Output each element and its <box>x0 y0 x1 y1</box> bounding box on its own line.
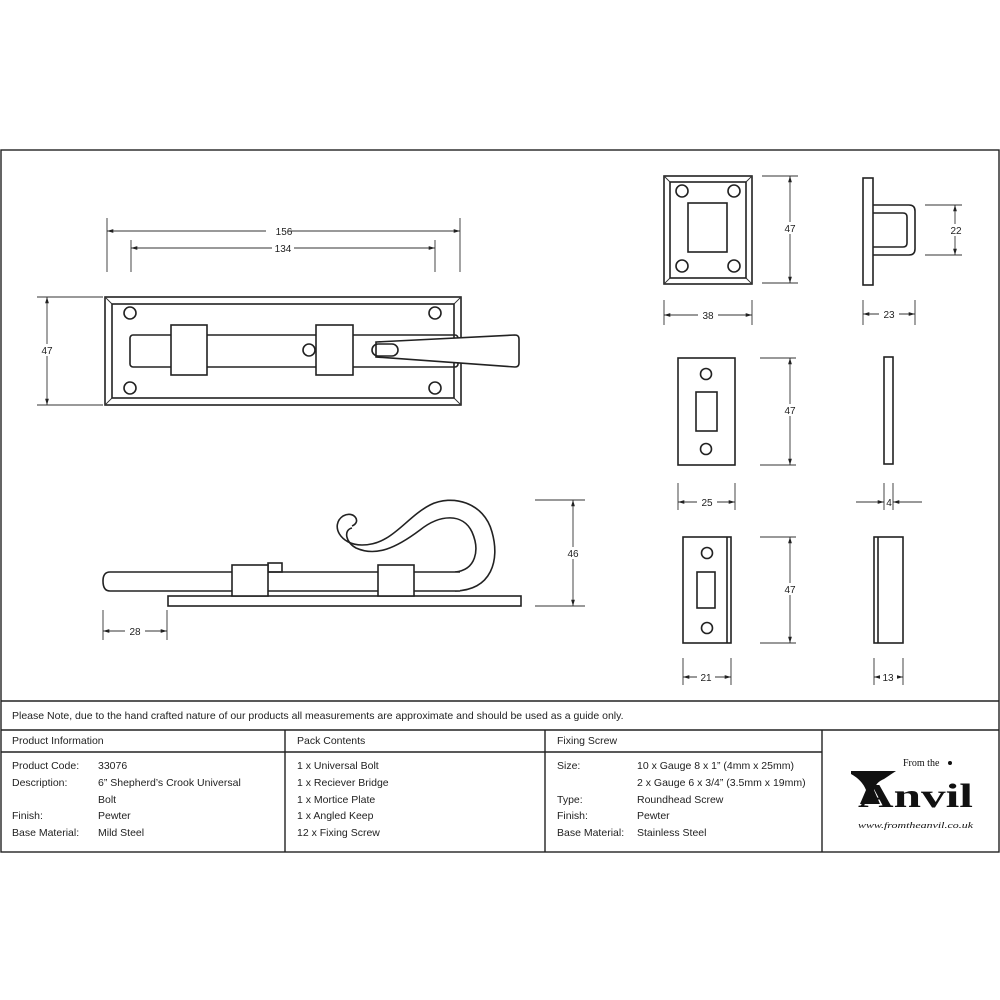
info-row: Bolt <box>12 792 241 809</box>
dim-38: 38 <box>702 311 714 322</box>
pack-item: 1 x Mortice Plate <box>297 793 376 806</box>
logo-url: www.fromtheanvil.co.uk <box>858 821 974 830</box>
dim-28: 28 <box>129 627 141 638</box>
info-label: Finish: <box>12 810 43 823</box>
info-value: Bolt <box>98 793 117 806</box>
pack-item: 12 x Fixing Screw <box>297 827 380 840</box>
info-label <box>12 792 98 809</box>
dim-47: 47 <box>784 224 796 235</box>
screw-value: 10 x Gauge 8 x 1” (4mm x 25mm) <box>637 760 794 772</box>
product-information-table: Product Code: 33076 Description: 6” Shephe… <box>12 758 241 842</box>
info-row: Base Material: Mild Steel <box>12 825 241 842</box>
logo-brand: Anvil <box>858 778 973 815</box>
dim-156: 156 <box>276 227 293 238</box>
info-value: Mild Steel <box>98 827 145 840</box>
screw-row: Base Material: Stainless Steel <box>557 825 806 842</box>
mortice-plate-front: 47 25 <box>677 357 799 510</box>
bolt-side-dimensions: 46 28 <box>102 499 585 640</box>
dim-47: 47 <box>784 585 796 596</box>
pack-item: 1 x Reciever Bridge <box>297 776 389 789</box>
logo-from-the: From the <box>903 758 940 769</box>
bolt-side-view <box>102 499 522 607</box>
info-row: Product Code: 33076 <box>12 758 241 775</box>
fixing-screw-table: Size: 10 x Gauge 8 x 1” (4mm x 25mm) 2 x … <box>557 758 806 842</box>
pack-item: 1 x Angled Keep <box>297 810 374 823</box>
screw-value: 2 x Gauge 6 x 3/4” (3.5mm x 19mm) <box>637 776 806 789</box>
info-value: 6” Shepherd’s Crook Universal <box>98 776 241 789</box>
anvil-icon <box>851 771 896 804</box>
dim-134: 134 <box>275 244 292 255</box>
dim-4: 4 <box>886 498 892 509</box>
dim-22: 22 <box>950 226 962 237</box>
screw-label: Type: <box>557 793 583 806</box>
info-label: Product Code: <box>12 760 80 772</box>
angled-keep-front: 47 21 <box>682 536 799 685</box>
receiver-bridge-front: 47 38 <box>663 175 799 325</box>
mortice-plate-side: 4 <box>856 356 922 510</box>
product-information-heading: Product Information <box>12 735 104 747</box>
screw-label: Base Material: <box>557 827 625 840</box>
info-label: Description: <box>12 776 68 789</box>
pack-item: 1 x Universal Bolt <box>297 760 379 772</box>
screw-value: Roundhead Screw <box>637 793 724 806</box>
measurement-note: Please Note, due to the hand crafted nat… <box>12 710 624 722</box>
receiver-bridge-side: 22 23 <box>862 177 965 325</box>
dim-21: 21 <box>700 673 712 684</box>
info-value: Pewter <box>98 810 131 823</box>
info-label: Base Material: <box>12 827 80 840</box>
bolt-top-dimensions: 156 134 47 <box>37 218 461 406</box>
sheet-frame <box>0 149 1000 853</box>
screw-value: Pewter <box>637 810 670 823</box>
bolt-top-view <box>104 296 520 406</box>
screw-row: Finish: Pewter <box>557 808 806 825</box>
dim-23: 23 <box>883 310 895 321</box>
info-row: Finish: Pewter <box>12 808 241 825</box>
screw-row: Size: 10 x Gauge 8 x 1” (4mm x 25mm) <box>557 758 806 775</box>
dim-47: 47 <box>41 346 53 357</box>
dim-25: 25 <box>701 498 713 509</box>
dim-47: 47 <box>784 406 796 417</box>
from-the-anvil-logo: From the Anvil www.fromtheanvil.co.uk <box>851 758 974 830</box>
pack-contents-heading: Pack Contents <box>297 735 366 747</box>
dim-46: 46 <box>567 549 579 560</box>
screw-row: 2 x Gauge 6 x 3/4” (3.5mm x 19mm) <box>557 775 806 792</box>
screw-value: Stainless Steel <box>637 827 707 840</box>
angled-keep-side: 13 <box>873 536 904 685</box>
info-value: 33076 <box>98 760 128 772</box>
screw-label: Finish: <box>557 810 588 823</box>
info-row: Description: 6” Shepherd’s Crook Universa… <box>12 775 241 792</box>
screw-row: Type: Roundhead Screw <box>557 792 806 809</box>
pack-contents-list: 1 x Universal Bolt 1 x Reciever Bridge 1… <box>297 758 389 842</box>
fixing-screw-heading: Fixing Screw <box>557 735 618 747</box>
screw-label: Size: <box>557 760 581 772</box>
dim-13: 13 <box>882 673 894 684</box>
screw-label <box>557 775 637 792</box>
